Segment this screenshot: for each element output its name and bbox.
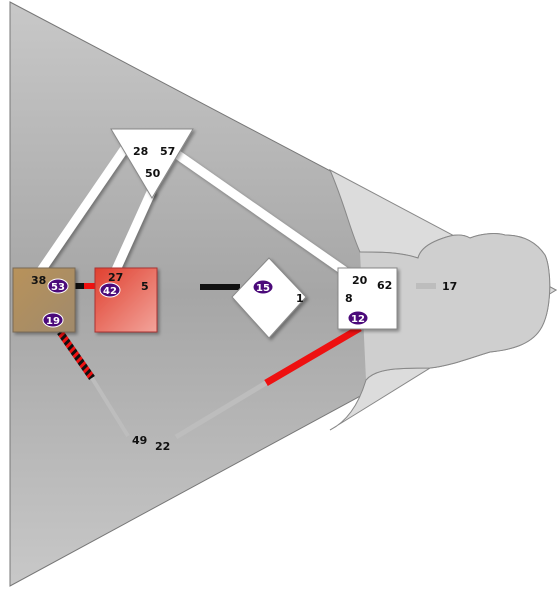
triangle-label-50: 50 — [145, 167, 161, 180]
link-triangle-white[interactable] — [175, 151, 353, 279]
face-profile — [359, 233, 551, 381]
badge-19[interactable]: 19 — [42, 312, 64, 328]
white-label-20: 20 — [352, 274, 368, 287]
badge-12-text: 12 — [351, 314, 365, 325]
badge-12[interactable]: 12 — [347, 310, 369, 326]
badge-53-text: 53 — [51, 282, 65, 293]
badge-53[interactable]: 53 — [47, 278, 69, 294]
link-tan-49[interactable] — [57, 330, 95, 380]
link-tan-49-segment — [90, 376, 130, 438]
endpoint-label-22: 22 — [155, 440, 170, 453]
endpoint-label-17: 17 — [442, 280, 457, 293]
badge-42-text: 42 — [103, 286, 117, 297]
diamond-node[interactable]: 15 1 — [231, 257, 307, 339]
red-label-5: 5 — [141, 280, 149, 293]
diamond-label-1: 1 — [296, 292, 304, 305]
badge-15-text: 15 — [256, 283, 270, 294]
badge-15[interactable]: 15 — [252, 279, 274, 295]
badge-42[interactable]: 42 — [99, 282, 121, 298]
badge-19-text: 19 — [46, 316, 60, 327]
triangle-label-57: 57 — [160, 145, 175, 158]
triangle-label-28: 28 — [133, 145, 148, 158]
white-label-62: 62 — [377, 279, 392, 292]
white-square-node[interactable]: 20 62 8 12 — [337, 267, 398, 330]
tan-label-38: 38 — [31, 274, 46, 287]
endpoint-label-49: 49 — [132, 434, 147, 447]
link-white-22[interactable] — [264, 324, 362, 387]
link-red-triangle[interactable] — [110, 188, 157, 274]
links — [36, 145, 436, 440]
tan-square-node[interactable]: 38 53 19 — [12, 267, 76, 333]
triangle-node[interactable]: 28 57 50 — [110, 128, 194, 199]
red-label-27: 27 — [108, 271, 123, 284]
white-label-8: 8 — [345, 292, 353, 305]
red-square-node[interactable]: 27 5 42 — [94, 267, 158, 333]
link-tan-triangle[interactable] — [36, 145, 129, 275]
link-white-22-segment — [174, 380, 268, 440]
